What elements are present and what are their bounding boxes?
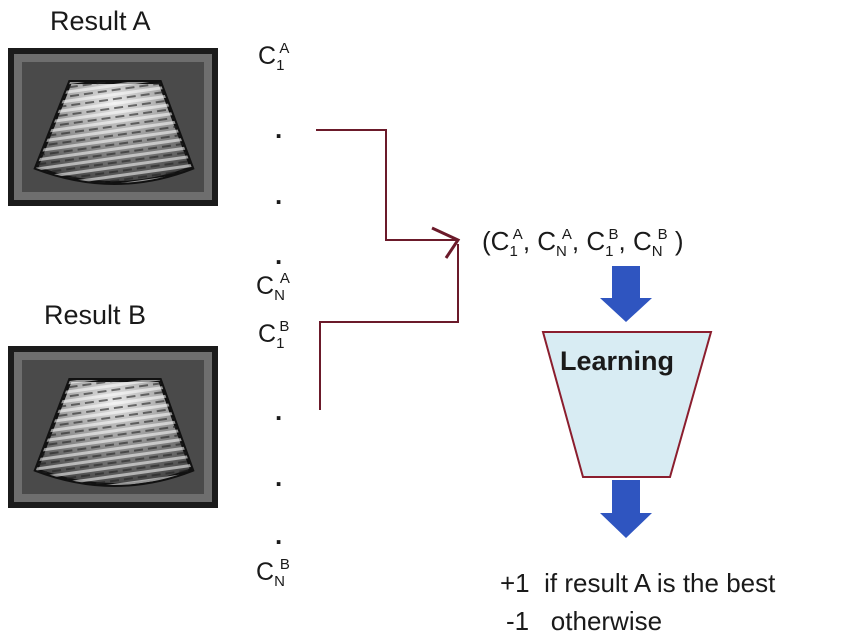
ellipsis-dot: . (275, 396, 283, 426)
feature-c1-b: C1B (258, 318, 290, 352)
output-value-positive: +1 (500, 568, 530, 598)
ellipsis-dot: . (275, 180, 283, 210)
ellipsis-dot: . (275, 240, 283, 270)
ellipsis-dot: . (275, 520, 283, 550)
ellipsis-dot: . (275, 114, 283, 144)
output-line-positive: +1 if result A is the best (500, 568, 775, 599)
output-text-positive: if result A is the best (544, 568, 776, 598)
connector-line-a (316, 129, 458, 241)
learning-trapezoid (541, 331, 713, 478)
output-value-negative: -1 (506, 606, 530, 636)
result-b-title: Result B (44, 300, 147, 330)
feature-cn-a: CNA (256, 270, 290, 304)
output-text-negative: otherwise (550, 606, 663, 636)
merge-arrowhead-icon (431, 226, 461, 259)
connector-line-b (319, 244, 459, 410)
output-line-negative: -1 otherwise (506, 606, 662, 637)
learning-label: Learning (560, 346, 675, 376)
feature-cn-b: CNB (256, 556, 290, 590)
down-arrow-icon (600, 266, 652, 322)
result-a-title: Result A (50, 6, 151, 36)
ultrasound-image-a-icon (8, 48, 218, 206)
feature-tuple: (C1A, CNA, C1B, CNB ) (482, 226, 684, 260)
feature-c1-a: C1A (258, 40, 290, 74)
down-arrow-icon (600, 480, 652, 538)
ellipsis-dot: . (275, 462, 283, 492)
ultrasound-image-b-icon (8, 346, 218, 508)
